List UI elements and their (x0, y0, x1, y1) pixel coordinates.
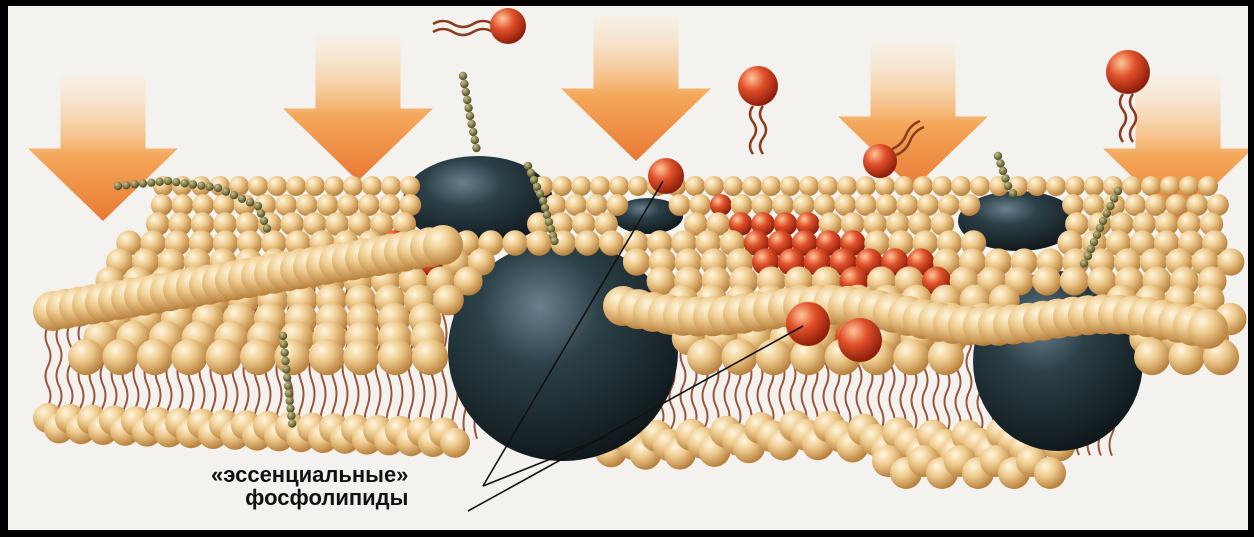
lipid-head (412, 339, 448, 375)
lipid-head (894, 176, 914, 196)
lipid-head (689, 194, 711, 216)
label-line-1: «эссенциальные» (211, 463, 408, 486)
lipid-head (171, 339, 207, 375)
lipid-head (267, 176, 287, 196)
lipid-head (1122, 176, 1142, 196)
lipid-head (606, 194, 628, 216)
lipid-head (951, 176, 971, 196)
lipid-head (1032, 267, 1061, 296)
lipid-head (378, 339, 414, 375)
essential-phospholipids-label: «эссенциальные» фосфолипиды (211, 463, 408, 509)
lipid-head (1134, 339, 1170, 375)
lipid-head (837, 176, 857, 196)
membrane-illustration: «эссенциальные» фосфолипиды (8, 6, 1248, 530)
essential-lipid-head (838, 318, 882, 362)
lipid-head (687, 339, 723, 375)
lipid-head (68, 339, 104, 375)
lipid-head (137, 339, 173, 375)
lipid-head (685, 176, 705, 196)
lipid-head (932, 176, 952, 196)
lipid-head (102, 339, 138, 375)
lipid-head (362, 176, 382, 196)
lipid-head (856, 176, 876, 196)
lipid-head (723, 176, 743, 196)
lipid-head (1060, 267, 1089, 296)
lipid-head (742, 176, 762, 196)
lipid-head (248, 176, 268, 196)
lipid-head (928, 339, 964, 375)
lipid-head (305, 176, 325, 196)
lipid-head (1084, 176, 1104, 196)
lipid-head (913, 176, 933, 196)
lipid-head (628, 176, 648, 196)
lipid-head (440, 428, 470, 458)
lipid-head (1065, 176, 1085, 196)
lipid-head (1198, 176, 1218, 196)
lipid-head (1027, 176, 1047, 196)
lipid-head (818, 176, 838, 196)
lipid-head (1034, 457, 1066, 489)
lipid-head (423, 225, 463, 265)
lipid-head (704, 176, 724, 196)
lipid-head (151, 194, 173, 216)
lipid-head (1179, 176, 1199, 196)
lipid-head (571, 176, 591, 196)
essential-lipid-head (786, 302, 830, 346)
lipid-head (623, 248, 650, 275)
lipid-head (552, 176, 572, 196)
lipid-head (959, 194, 981, 216)
membrane-diagram (8, 6, 1248, 530)
sugar-chain (459, 72, 481, 152)
lipid-head (1046, 176, 1066, 196)
lipid-head (793, 194, 815, 216)
lipid-head (526, 230, 551, 255)
lipid-head (286, 176, 306, 196)
floating-lipids (433, 8, 1150, 178)
essential-lipid-head (648, 158, 684, 194)
lipid-head (206, 339, 242, 375)
lipid-head (876, 194, 898, 216)
lipid-head (1141, 176, 1161, 196)
lipid-head (875, 176, 895, 196)
lipid-head (400, 176, 420, 196)
lipid-head (1062, 194, 1084, 216)
lipid-head (324, 176, 344, 196)
arrow-down-icon (283, 36, 433, 181)
lipid-head (1188, 309, 1228, 349)
lipid-head (343, 176, 363, 196)
lipid-head (893, 339, 929, 375)
lipid-head (337, 194, 359, 216)
lipid-molecule-icon (738, 66, 778, 154)
lipid-head (721, 339, 757, 375)
lipid-molecule-icon (433, 8, 526, 44)
arrow-down-icon (838, 44, 988, 189)
arrow-down-icon (561, 16, 711, 161)
lipid-head (240, 339, 276, 375)
lipid-head (381, 176, 401, 196)
lipid-head (799, 176, 819, 196)
lipid-head (970, 176, 990, 196)
lipid-head (780, 176, 800, 196)
lipid-head (609, 176, 629, 196)
lipid-head (343, 339, 379, 375)
lipid-head (756, 339, 792, 375)
lipid-head (761, 176, 781, 196)
label-line-2: фосфолипиды (211, 486, 408, 509)
lipid-head (1160, 176, 1180, 196)
lipid-head (590, 176, 610, 196)
lipid-head (309, 339, 345, 375)
lipid-head (502, 230, 527, 255)
lipid-head (575, 230, 600, 255)
lipid-head (669, 194, 691, 216)
